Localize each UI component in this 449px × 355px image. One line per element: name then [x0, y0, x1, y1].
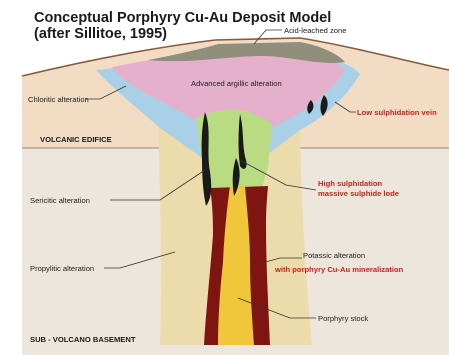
label-high-sulphidation: High sulphidation: [318, 179, 382, 188]
label-low-sulphidation: Low sulphidation vein: [357, 108, 437, 117]
label-advanced-argillic: Advanced argillic alteration: [191, 79, 282, 88]
title-line1: Conceptual Porphyry Cu-Au Deposit Model: [34, 10, 331, 26]
label-chloritic: Chloritic alteration: [28, 95, 89, 104]
label-propylitic: Propylitic alteration: [30, 264, 94, 273]
label-porphyry-stock: Porphyry stock: [318, 314, 368, 323]
label-sub-volcano: SUB - VOLCANO BASEMENT: [30, 335, 136, 344]
label-potassic: Potassic alteration: [303, 251, 365, 260]
title-line2: (after Sillitoe, 1995): [34, 26, 167, 42]
label-massive-sulphide: massive sulphide lode: [318, 189, 399, 198]
label-acid-leached: Acid-leached zone: [284, 26, 346, 35]
label-volcanic-edifice: VOLCANIC EDIFICE: [40, 135, 112, 144]
label-porphyry-mineralization: with porphyry Cu-Au mineralization: [274, 265, 404, 274]
label-sericitic: Sericitic alteration: [30, 196, 90, 205]
